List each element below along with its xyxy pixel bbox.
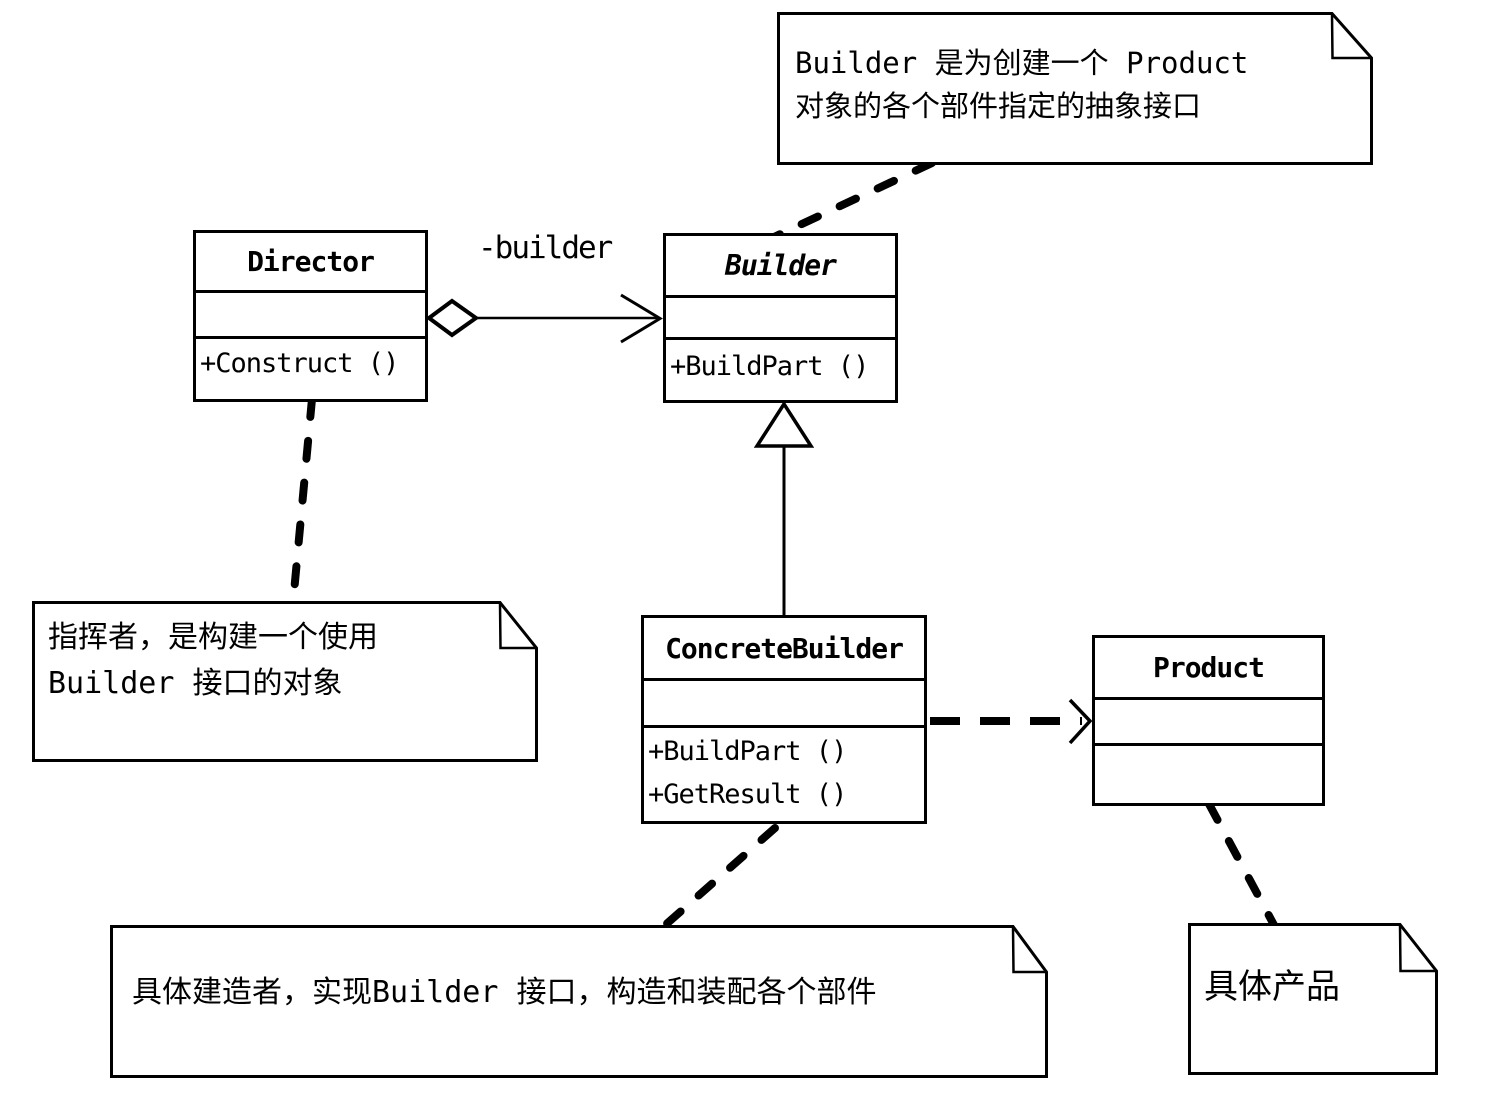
class-name-product: Product [1152, 651, 1265, 684]
note-paper-icon [32, 601, 538, 762]
association-label: -builder [478, 230, 613, 266]
folded-corner-icon [1398, 924, 1436, 973]
note-connector-builder [768, 159, 936, 242]
note-text: 具体建造者，实现Builder 接口，构造和装配各个部件 [132, 971, 877, 1015]
aggregation-diamond-icon [425, 298, 480, 338]
dependency-arrowhead-icon [1068, 698, 1093, 745]
class-methods-product [1095, 743, 1322, 803]
note-paper-icon [1188, 923, 1438, 1075]
note-director: 指挥者，是构建一个使用 Builder 接口的对象 [32, 601, 538, 762]
class-methods-director: +Construct () [196, 336, 425, 399]
note-text: 具体产品 [1204, 965, 1340, 1009]
note-builder: Builder 是为创建一个 Product 对象的各个部件指定的抽象接口 [777, 12, 1373, 165]
method-label: +BuildPart () [648, 736, 847, 767]
note-text: 指挥者，是构建一个使用 Builder 接口的对象 [48, 615, 378, 707]
folded-corner-icon [1011, 926, 1046, 974]
class-attributes-builder [666, 295, 895, 337]
note-connector-product [1205, 800, 1278, 929]
class-box-builder: Builder +BuildPart () [663, 233, 898, 403]
class-box-director: Director +Construct () [193, 230, 428, 402]
class-attributes-concrete-builder [644, 678, 924, 725]
note-connector-concrete-builder [659, 824, 779, 931]
note-line: 具体建造者，实现Builder 接口，构造和装配各个部件 [132, 975, 877, 1010]
note-line: 对象的各个部件指定的抽象接口 [795, 89, 1202, 123]
note-connector-director [289, 395, 316, 607]
class-name-builder: Builder [724, 249, 837, 282]
note-product: 具体产品 [1188, 923, 1438, 1075]
note-concrete-builder: 具体建造者，实现Builder 接口，构造和装配各个部件 [110, 925, 1048, 1078]
class-box-concrete-builder: ConcreteBuilder +BuildPart () +GetResult… [641, 615, 927, 824]
class-methods-concrete-builder: +BuildPart () +GetResult () [644, 725, 924, 821]
note-paper-icon [777, 12, 1373, 165]
class-name-director: Director [247, 245, 375, 278]
class-methods-builder: +BuildPart () [666, 337, 895, 400]
class-attributes-director [196, 290, 425, 336]
method-label: +GetResult () [648, 779, 847, 810]
class-attributes-product [1095, 697, 1322, 743]
open-arrowhead-icon [620, 293, 663, 344]
class-name-concrete-builder: ConcreteBuilder [665, 631, 904, 665]
generalization-triangle-icon [753, 400, 815, 448]
note-line: Builder 是为创建一个 Product [795, 46, 1249, 80]
folded-corner-icon [498, 602, 536, 650]
note-text: Builder 是为创建一个 Product 对象的各个部件指定的抽象接口 [795, 42, 1248, 128]
note-paper-icon [110, 925, 1048, 1078]
note-line: 具体产品 [1204, 967, 1340, 1007]
note-line: Builder 接口的对象 [48, 666, 343, 701]
method-label: +Construct () [200, 348, 399, 379]
method-label: +BuildPart () [670, 351, 869, 382]
folded-corner-icon [1330, 13, 1371, 60]
class-box-product: Product [1092, 635, 1325, 806]
note-line: 指挥者，是构建一个使用 [48, 620, 378, 655]
